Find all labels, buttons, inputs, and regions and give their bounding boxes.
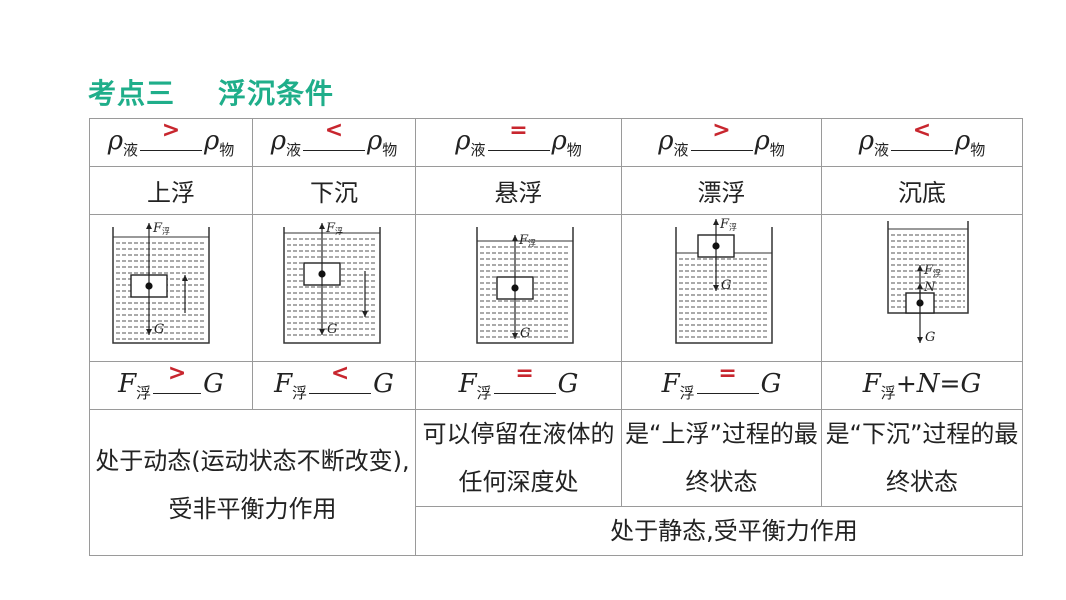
gravity-label: G bbox=[925, 330, 935, 345]
gravity-label: G bbox=[520, 326, 530, 341]
comparison-symbol: = bbox=[718, 360, 737, 386]
sink-diagram: F浮 G bbox=[283, 221, 381, 344]
state-sink: 下沉 bbox=[252, 166, 416, 215]
beaker-outline bbox=[475, 227, 574, 344]
buoyancy-label: F浮 bbox=[923, 263, 941, 278]
force-cell-suspend: F浮=G bbox=[415, 360, 622, 410]
diagram-cell-suspend: F浮 G bbox=[415, 214, 622, 362]
diagram-cell-bottom: F浮 G N bbox=[821, 214, 1023, 362]
suspend-diagram: F浮 G bbox=[475, 227, 574, 344]
suspend-description: 可以停留在液体的任何深度处 bbox=[415, 409, 622, 507]
buoyancy-label: F浮 bbox=[325, 221, 343, 236]
density-cell-rise: ρ液>ρ物 bbox=[89, 117, 253, 167]
state-bottom: 沉底 bbox=[821, 166, 1023, 215]
comparison-symbol: < bbox=[324, 117, 344, 143]
state-float: 漂浮 bbox=[621, 166, 822, 215]
float-diagram: F浮 G bbox=[674, 217, 773, 344]
comparison-symbol: < bbox=[330, 360, 350, 386]
force-cell-sink: F浮<G bbox=[252, 360, 416, 410]
gravity-label: G bbox=[154, 322, 164, 337]
normal-arrow-head bbox=[917, 283, 923, 289]
buoyancy-arrow-head bbox=[319, 223, 325, 229]
gravity-label: G bbox=[327, 322, 337, 337]
motion-arrow-head bbox=[182, 275, 188, 281]
gravity-label: G bbox=[721, 278, 731, 293]
comparison-symbol: = bbox=[515, 360, 534, 386]
comparison-symbol: = bbox=[509, 117, 528, 143]
density-cell-float: ρ液>ρ物 bbox=[621, 117, 822, 167]
buoyancy-conditions-table: ρ液>ρ物 ρ液<ρ物 ρ液=ρ物 ρ液>ρ物 ρ液<ρ物 上浮 下沉 悬浮 漂… bbox=[89, 118, 1023, 556]
buoyancy-arrow-head bbox=[917, 265, 923, 271]
diagram-row: F浮 G F浮 G F浮 G F浮 G F浮 G N bbox=[89, 214, 1023, 362]
density-cell-suspend: ρ液=ρ物 bbox=[415, 117, 622, 167]
comparison-symbol: < bbox=[912, 117, 932, 143]
motion-arrow-head bbox=[362, 311, 368, 317]
float-description: 是“上浮”过程的最终状态 bbox=[621, 409, 822, 507]
comparison-symbol: > bbox=[712, 117, 731, 143]
force-cell-bottom: F浮+N=G bbox=[821, 361, 1023, 410]
buoyancy-arrow-head bbox=[511, 235, 518, 241]
center-dot bbox=[318, 270, 326, 278]
state-row: 上浮 下沉 悬浮 漂浮 沉底 bbox=[89, 166, 1023, 215]
buoyancy-label: F浮 bbox=[719, 217, 737, 232]
normal-label: N bbox=[923, 280, 936, 295]
section-title: 考点三 浮沉条件 bbox=[88, 77, 334, 110]
diagram-cell-float: F浮 G bbox=[621, 214, 822, 362]
gravity-arrow-head bbox=[146, 329, 152, 335]
beaker-outline bbox=[283, 227, 381, 344]
center-dot bbox=[510, 284, 519, 292]
bottom-description: 是“下沉”过程的最终状态 bbox=[821, 409, 1023, 507]
comparison-symbol: > bbox=[167, 360, 187, 386]
bottom-diagram: F浮 G N bbox=[887, 221, 969, 345]
beaker-outline bbox=[674, 227, 773, 344]
gravity-arrow-head bbox=[319, 329, 325, 335]
gravity-arrow-head bbox=[712, 285, 719, 291]
buoyancy-label: F浮 bbox=[518, 233, 536, 248]
dynamic-description: 处于动态(运动状态不断改变),受非平衡力作用 bbox=[89, 409, 416, 556]
diagram-cell-sink: F浮 G bbox=[252, 214, 416, 362]
description-row-2: 处于静态,受平衡力作用 bbox=[90, 506, 1023, 556]
beaker-outline bbox=[112, 227, 210, 344]
comparison-symbol: > bbox=[161, 117, 181, 143]
gravity-arrow-head bbox=[511, 333, 518, 339]
description-row-1: 处于动态(运动状态不断改变),受非平衡力作用 可以停留在液体的任何深度处 是“上… bbox=[89, 409, 1023, 556]
gravity-arrow-head bbox=[917, 337, 923, 343]
center-dot bbox=[145, 282, 153, 290]
diagram-cell-rise: F浮 G bbox=[89, 214, 253, 362]
force-row: F浮>G F浮<G F浮=G F浮=G F浮+N=G bbox=[89, 360, 1023, 410]
buoyancy-arrow-head bbox=[146, 223, 152, 229]
center-dot bbox=[711, 242, 720, 250]
state-rise: 上浮 bbox=[89, 166, 253, 215]
density-cell-sink: ρ液<ρ物 bbox=[252, 117, 416, 167]
force-cell-float: F浮=G bbox=[621, 360, 822, 410]
density-cell-bottom: ρ液<ρ物 bbox=[821, 117, 1023, 167]
force-cell-rise: F浮>G bbox=[89, 360, 253, 410]
buoyancy-arrow-head bbox=[712, 219, 719, 225]
buoyancy-label: F浮 bbox=[152, 221, 170, 236]
static-description: 处于静态,受平衡力作用 bbox=[415, 506, 1023, 556]
density-row: ρ液>ρ物 ρ液<ρ物 ρ液=ρ物 ρ液>ρ物 ρ液<ρ物 bbox=[89, 117, 1023, 167]
rise-diagram: F浮 G bbox=[112, 221, 210, 344]
state-suspend: 悬浮 bbox=[415, 166, 622, 215]
